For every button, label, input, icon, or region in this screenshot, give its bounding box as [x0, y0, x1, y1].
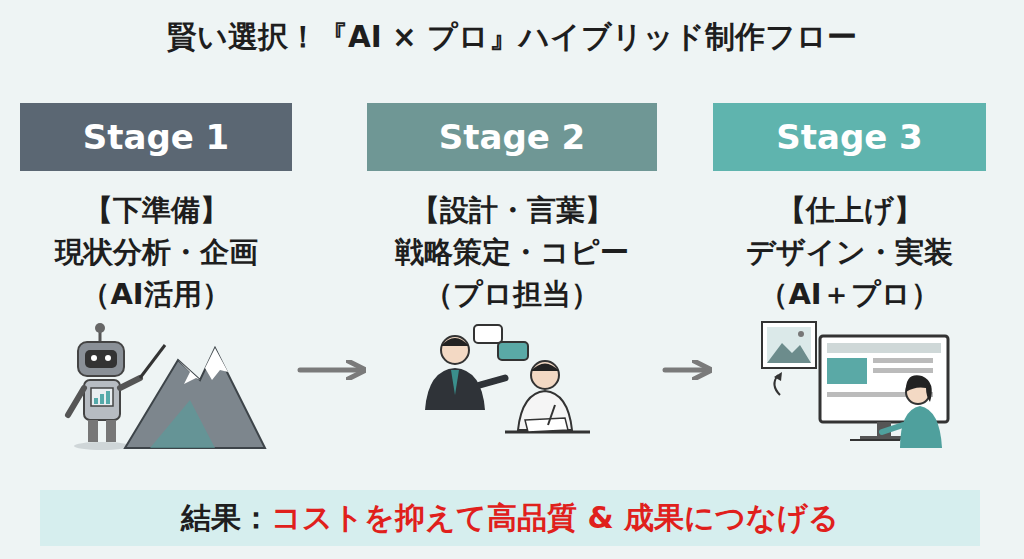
stage-column: Stage 3 【仕上げ】デザイン・実装（AI＋プロ）: [713, 103, 986, 315]
stage-column: Stage 1 【下準備】現状分析・企画（AI活用）: [20, 103, 292, 315]
robot-figure-part: [94, 398, 98, 404]
consultant-figures-part: [498, 342, 528, 360]
robot-figure-part: [78, 342, 124, 376]
mountain-figure-part: [150, 400, 215, 448]
designer-figures-part: [906, 375, 932, 402]
stage-text: デザイン・実装: [713, 231, 986, 273]
robot-figure-part: [85, 350, 117, 368]
stage-text: （プロ担当）: [367, 273, 657, 315]
designer-figures-part: [882, 425, 903, 432]
robot-figure-part: [120, 378, 140, 388]
robot-figure-part: [105, 355, 111, 361]
mountain-figure-part: [178, 360, 200, 384]
consultant-figures-part: [548, 405, 555, 425]
flow-arrow: [665, 368, 707, 373]
designer-figures-part: [873, 368, 933, 373]
stage-body: 【下準備】現状分析・企画（AI活用）: [20, 189, 292, 315]
robot-figure-part: [88, 420, 98, 442]
stage-text: 【仕上げ】: [713, 189, 986, 231]
designer-figures-part: [827, 358, 867, 384]
robot-figure-part: [100, 394, 104, 404]
stage-body: 【設計・言葉】戦略策定・コピー（プロ担当）: [367, 189, 657, 315]
consultant-figures-part: [451, 370, 459, 395]
designer-figures-part: [827, 343, 941, 353]
designer-figures-part: [798, 331, 804, 337]
flow-arrow: [300, 368, 361, 373]
stage-label: Stage 1: [83, 117, 230, 157]
stage-column: Stage 2 【設計・言葉】戦略策定・コピー（プロ担当）: [367, 103, 657, 315]
stage-label: Stage 3: [776, 117, 923, 157]
robot-figure-part: [91, 388, 113, 406]
consultant-figures-part: [441, 336, 469, 364]
robot-figure-part: [95, 323, 105, 333]
consultant-figures: [425, 325, 590, 432]
stage-text: 戦略策定・コピー: [367, 231, 657, 273]
designer-figures-part: [767, 343, 811, 363]
designer-figures-part: [850, 439, 900, 441]
mountain-figure-part: [125, 348, 265, 448]
consultant-figures-part: [425, 368, 485, 410]
robot-figure-part: [106, 391, 110, 404]
robot-figure-part: [106, 420, 116, 442]
stage-text: （AI活用）: [20, 273, 292, 315]
consultant-figures-part: [441, 338, 469, 346]
stage-text: 【下準備】: [20, 189, 292, 231]
robot-figure-part: [140, 345, 165, 378]
robot-figure-part: [84, 380, 120, 420]
consultant-figures-part: [525, 418, 568, 432]
result-text: コストを抑えて高品質 & 成果につなげる: [271, 498, 839, 539]
stage-header: Stage 3: [713, 103, 986, 171]
designer-figures-part: [873, 358, 933, 363]
consultant-figures-part: [480, 378, 505, 385]
stage-header: Stage 1: [20, 103, 292, 171]
stage-text: 現状分析・企画: [20, 231, 292, 273]
stage-text: （AI＋プロ）: [713, 273, 986, 315]
mountain-figure-part: [205, 348, 228, 380]
diagram-title: 賢い選択！『AI × プロ』ハイブリッド制作フロー: [10, 18, 1014, 58]
designer-figures-part: [900, 406, 942, 448]
robot-figure-part: [68, 388, 84, 415]
consultant-figures-part: [531, 361, 559, 389]
designer-figures-part: [820, 336, 948, 422]
mountain-figure: [125, 348, 265, 448]
designer-figures-part: [774, 372, 782, 381]
stage-body: 【仕上げ】デザイン・実装（AI＋プロ）: [713, 189, 986, 315]
designer-figures: [762, 322, 948, 448]
robot-figure-part: [91, 355, 97, 361]
designer-figures-part: [762, 322, 816, 368]
stage-header: Stage 2: [367, 103, 657, 171]
stage-label: Stage 2: [439, 117, 586, 157]
stage-text: 【設計・言葉】: [367, 189, 657, 231]
consultant-figures-part: [531, 364, 559, 372]
designer-figures-part: [767, 327, 811, 363]
result-label: 結果：: [181, 498, 271, 539]
robot-figure-part: [74, 442, 130, 450]
consultant-figures-part: [474, 325, 502, 343]
result-band: 結果：コストを抑えて高品質 & 成果につなげる: [40, 490, 980, 546]
